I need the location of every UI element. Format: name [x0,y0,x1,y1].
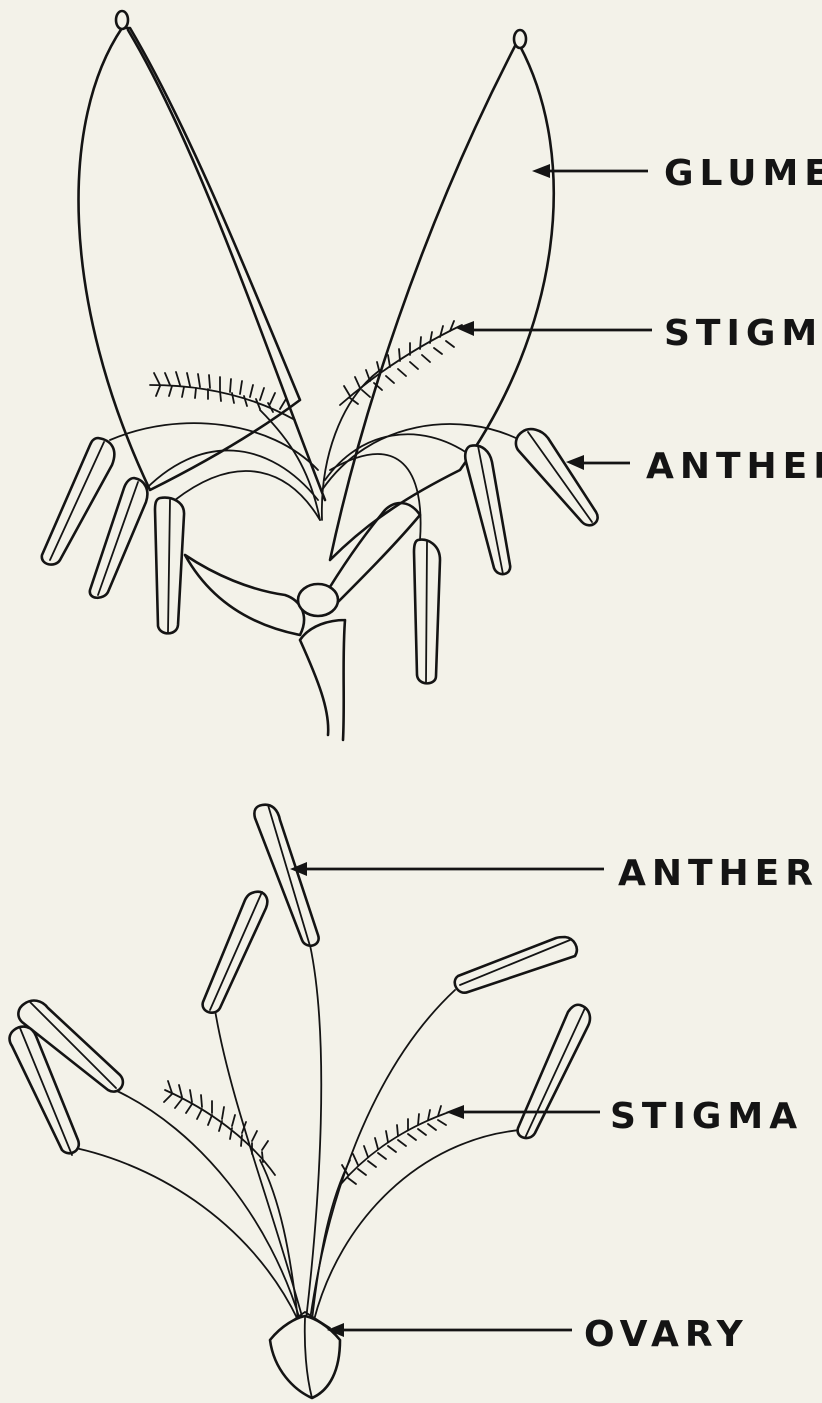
anther [465,445,510,574]
label-anther-top: ANTHER [646,446,822,487]
floret-pedicel [300,620,345,740]
floret-base-left-scale [185,555,304,635]
label-stigma-top: STIGMA [664,313,822,354]
anther [518,1005,590,1138]
filament [314,1130,520,1320]
stigma-right-feathery [340,1106,455,1185]
filament [215,1010,303,1320]
label-glume-top: GLUME [664,153,822,194]
right-glume-tip [514,30,526,48]
stigma-left-feathery [164,1081,275,1175]
right-glume [330,46,554,560]
filament [110,423,318,470]
anthers-bottom [10,805,590,1155]
label-stigma-bottom: STIGMA [610,1096,803,1137]
stigma-arrowhead [446,1105,464,1119]
top-callouts: GLUME STIGMA ANTHER [456,153,822,487]
filament [140,450,318,500]
anther [516,429,598,525]
glume-arrowhead [532,164,550,178]
left-glume [79,28,300,490]
left-glume-tip [116,11,128,29]
bottom-callouts: ANTHER STIGMA OVARY [290,853,819,1355]
filament [325,434,470,480]
stigma-left-feathery [150,372,295,420]
left-glume-midrib [128,30,325,500]
label-ovary: OVARY [584,1314,749,1355]
open-floret-drawing [42,11,598,740]
anther [254,805,318,946]
dissected-floret-drawing [10,805,590,1398]
floret-base-node [298,584,338,616]
stigma-arrowhead [456,321,474,336]
label-anther-bottom: ANTHER [618,853,819,894]
anthers-top [42,429,598,683]
